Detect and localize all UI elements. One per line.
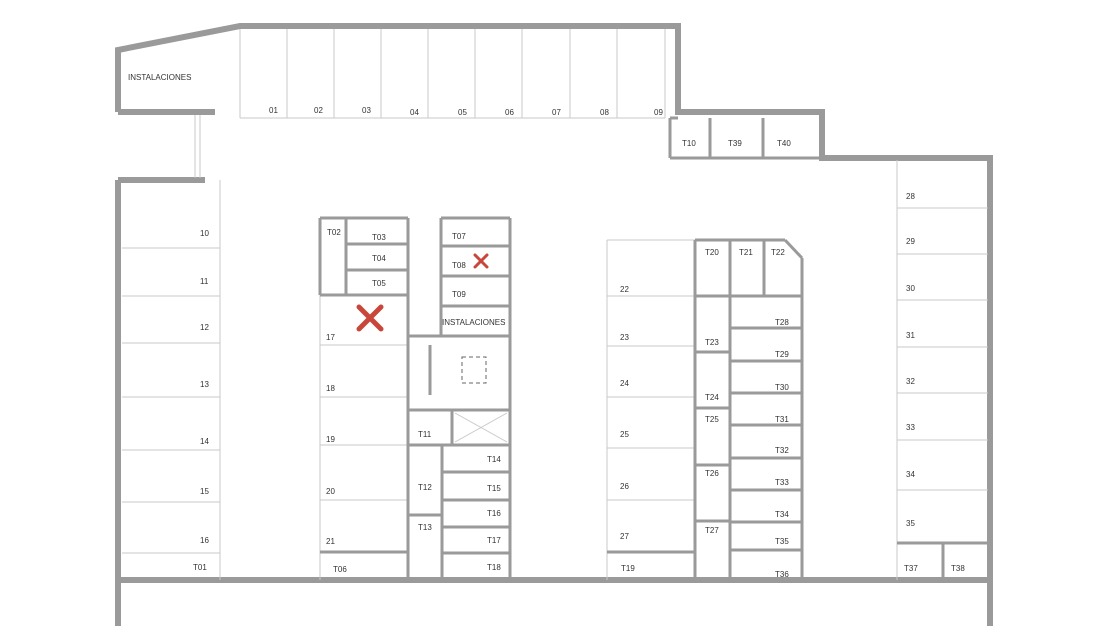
unit-label: 09 bbox=[654, 108, 663, 117]
unit-label: T09 bbox=[452, 290, 466, 299]
unit-label: T18 bbox=[487, 563, 501, 572]
walls bbox=[115, 23, 993, 626]
unit-label: 20 bbox=[326, 487, 335, 496]
unit-label: 23 bbox=[620, 333, 629, 342]
unit-label: 28 bbox=[906, 192, 915, 201]
unit-label: T19 bbox=[621, 564, 635, 573]
unit-label: INSTALACIONES bbox=[442, 318, 505, 327]
cross-mark-icon bbox=[473, 253, 489, 269]
unit-label: T37 bbox=[904, 564, 918, 573]
unit-label: T22 bbox=[771, 248, 785, 257]
unit-label: T16 bbox=[487, 509, 501, 518]
unit-label: T11 bbox=[418, 430, 432, 439]
unit-label: T15 bbox=[487, 484, 501, 493]
unit-label: T36 bbox=[775, 570, 789, 579]
unit-label: INSTALACIONES bbox=[128, 73, 191, 82]
unit-label: 22 bbox=[620, 285, 629, 294]
unit-label: 13 bbox=[200, 380, 209, 389]
unit-label: T29 bbox=[775, 350, 789, 359]
unit-label: T06 bbox=[333, 565, 347, 574]
unit-label: 07 bbox=[552, 108, 561, 117]
unit-label: T27 bbox=[705, 526, 719, 535]
unit-label: T23 bbox=[705, 338, 719, 347]
unit-label: T39 bbox=[728, 139, 742, 148]
unit-label: 04 bbox=[410, 108, 419, 117]
unit-label: T05 bbox=[372, 279, 386, 288]
unit-label: T01 bbox=[193, 563, 207, 572]
unit-label: T24 bbox=[705, 393, 719, 402]
stair-void bbox=[461, 356, 487, 384]
unit-label: 08 bbox=[600, 108, 609, 117]
unit-label: 01 bbox=[269, 106, 278, 115]
unit-label: 18 bbox=[326, 384, 335, 393]
unit-label: T31 bbox=[775, 415, 789, 424]
unit-label: T34 bbox=[775, 510, 789, 519]
unit-label: T10 bbox=[682, 139, 696, 148]
unit-label: T17 bbox=[487, 536, 501, 545]
unit-label: 33 bbox=[906, 423, 915, 432]
unit-label: 31 bbox=[906, 331, 915, 340]
unit-label: T12 bbox=[418, 483, 432, 492]
unit-label: 02 bbox=[314, 106, 323, 115]
unit-label: 16 bbox=[200, 536, 209, 545]
unit-label: 30 bbox=[906, 284, 915, 293]
unit-label: 10 bbox=[200, 229, 209, 238]
unit-label: T40 bbox=[777, 139, 791, 148]
unit-label: 35 bbox=[906, 519, 915, 528]
unit-label: 15 bbox=[200, 487, 209, 496]
unit-label: T13 bbox=[418, 523, 432, 532]
unit-label: 25 bbox=[620, 430, 629, 439]
unit-label: 14 bbox=[200, 437, 209, 446]
unit-label: 26 bbox=[620, 482, 629, 491]
unit-label: T38 bbox=[951, 564, 965, 573]
unit-label: T33 bbox=[775, 478, 789, 487]
storage-wall bbox=[783, 238, 804, 260]
unit-label: T26 bbox=[705, 469, 719, 478]
unit-label: T30 bbox=[775, 383, 789, 392]
unit-label: T04 bbox=[372, 254, 386, 263]
unit-label: 27 bbox=[620, 532, 629, 541]
unit-label: T25 bbox=[705, 415, 719, 424]
unit-label: 05 bbox=[458, 108, 467, 117]
unit-label: 11 bbox=[200, 277, 209, 286]
unit-label: T32 bbox=[775, 446, 789, 455]
unit-label: 21 bbox=[326, 537, 335, 546]
marks bbox=[356, 253, 489, 332]
unit-label: T28 bbox=[775, 318, 789, 327]
unit-label: T02 bbox=[327, 228, 341, 237]
unit-label: T14 bbox=[487, 455, 501, 464]
unit-label: 12 bbox=[200, 323, 209, 332]
unit-label: 03 bbox=[362, 106, 371, 115]
unit-label: T21 bbox=[739, 248, 753, 257]
unit-label: 24 bbox=[620, 379, 629, 388]
unit-label: 19 bbox=[326, 435, 335, 444]
storage-walls bbox=[318, 116, 990, 580]
unit-label: 06 bbox=[505, 108, 514, 117]
elevator-cross bbox=[454, 412, 508, 443]
unit-label: T20 bbox=[705, 248, 719, 257]
unit-label: T07 bbox=[452, 232, 466, 241]
unit-label: T03 bbox=[372, 233, 386, 242]
unit-label: 32 bbox=[906, 377, 915, 386]
unit-label: 34 bbox=[906, 470, 915, 479]
cross-mark-icon bbox=[356, 304, 384, 332]
unit-label: T35 bbox=[775, 537, 789, 546]
unit-label: 29 bbox=[906, 237, 915, 246]
unit-label: T08 bbox=[452, 261, 466, 270]
unit-label: 17 bbox=[326, 333, 335, 342]
